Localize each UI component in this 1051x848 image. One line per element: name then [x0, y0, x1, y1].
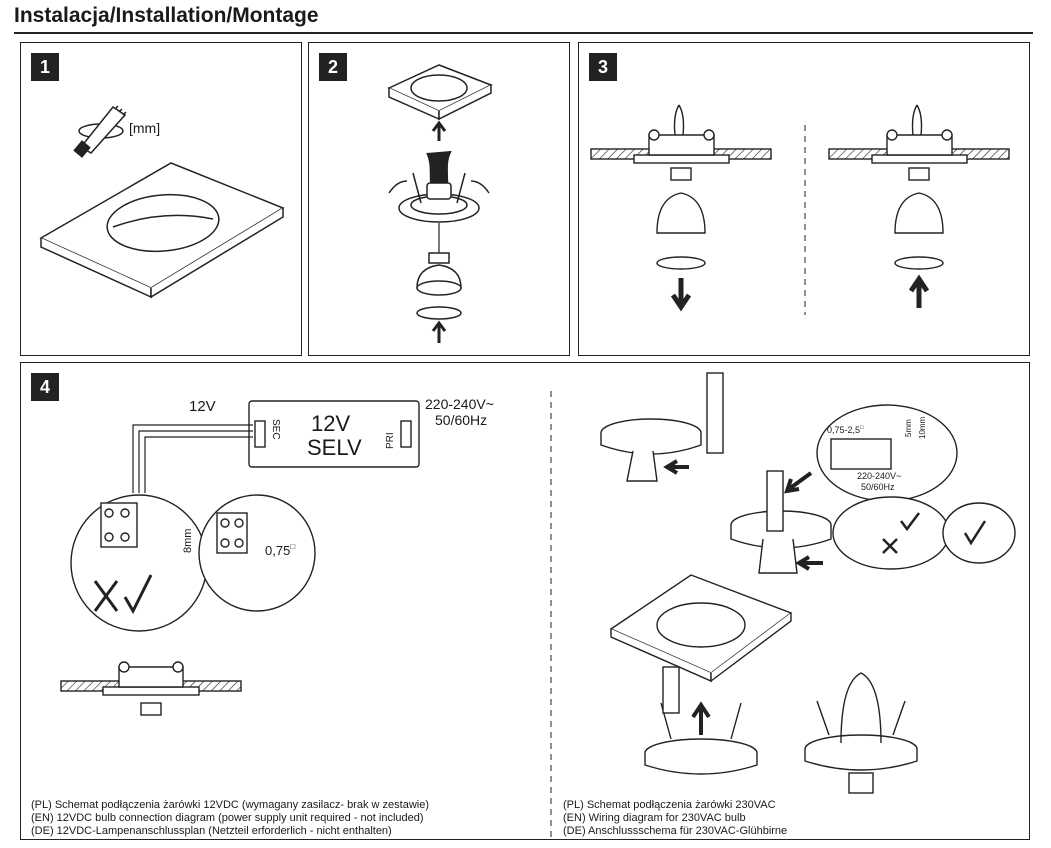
step-1-panel: 1 [mm]: [20, 42, 302, 356]
wrong-mark-icon-2: [882, 538, 898, 554]
fixture-ring-icon: [398, 150, 480, 223]
ceiling-install-icon: [828, 104, 1010, 270]
psu-pri-label: PRI: [385, 432, 396, 449]
down-arrow-icon: [670, 278, 692, 312]
step-2-illustration: [387, 64, 493, 343]
strip-10mm-label: 10mm: [918, 416, 927, 439]
up-arrow-icon-2: [691, 701, 711, 735]
terminal-detail-circle: [70, 494, 208, 632]
push-up-arrow-icon: [431, 320, 447, 343]
step-1-badge: 1: [31, 53, 59, 81]
push-left-arrow-icon-2: [795, 555, 823, 571]
title-rule: [14, 32, 1033, 34]
psu-main-line2: SELV: [307, 435, 362, 460]
step-2-badge: 2: [319, 53, 347, 81]
mains-small-line1: 220-240V~: [857, 471, 901, 481]
square-frame-icon-2: [609, 574, 793, 683]
mains-small-line2: 50/60Hz: [861, 482, 895, 492]
secondary-wires: [132, 424, 253, 493]
wrong-mark-icon: [93, 580, 119, 612]
step-1-mm-label: [mm]: [129, 120, 160, 136]
fixture-side-view-icon: [600, 372, 724, 482]
square-frame-icon: [387, 64, 493, 121]
pointer-arrow-icon: [784, 471, 813, 494]
step-4-panel: 4 12V 12V SELV SEC PRI 220-240V~ 50/60Hz…: [20, 362, 1030, 841]
mounted-fixture-icon: [804, 672, 918, 794]
caption-230vac: (PL) Schemat podłączenia żarówki 230VAC …: [563, 799, 787, 838]
hole-saw-icon: [73, 105, 127, 158]
step-1-illustration: [mm]: [39, 105, 285, 299]
strip-5mm-label: 5mm: [904, 419, 913, 437]
step-4-illustration: 12V 12V SELV SEC PRI 220-240V~ 50/60Hz 8…: [60, 372, 1016, 841]
caption-12vdc-en: (EN) 12VDC bulb connection diagram (powe…: [31, 812, 424, 824]
ceiling-remove-icon: [590, 104, 772, 270]
power-supply-icon: [248, 400, 420, 468]
mounting-plate-icon: [39, 162, 285, 299]
spring-clip-fixture-icon: [644, 666, 758, 775]
step-4-badge: 4: [31, 373, 59, 401]
step-3-badge: 3: [589, 53, 617, 81]
up-arrow-icon: [431, 120, 447, 141]
psu-sec-label: SEC: [270, 419, 281, 440]
psu-main-line1: 12V: [311, 411, 350, 436]
wire-range-label: 0,75-2,5□: [827, 425, 864, 435]
cross-section-label: 0,75□: [265, 542, 295, 558]
mains-line1: 220-240V~: [425, 396, 494, 412]
caption-230vac-pl: (PL) Schemat podłączenia żarówki 230VAC: [563, 799, 776, 811]
step-3-panel: 3: [578, 42, 1030, 356]
terminal-block-detail: [816, 404, 958, 502]
caption-12vdc-de: (DE) 12VDC-Lampenanschlussplan (Netzteil…: [31, 825, 392, 837]
terminal-check-detail: [832, 496, 1016, 570]
psu-12v-label: 12V: [189, 398, 216, 415]
up-arrow-icon: [908, 274, 930, 308]
mains-line2: 50/60Hz: [435, 412, 487, 428]
wire-section-detail-circle: [198, 494, 316, 612]
check-mark-icon: [123, 574, 153, 615]
strip-length-label: 8mm: [182, 529, 194, 553]
caption-230vac-en: (EN) Wiring diagram for 230VAC bulb: [563, 812, 746, 824]
bulb-icon: [416, 252, 462, 320]
step-2-panel: 2: [308, 42, 570, 356]
caption-12vdc: (PL) Schemat podłączenia żarówki 12VDC (…: [31, 799, 429, 838]
push-left-arrow-icon: [663, 459, 689, 475]
page-title: Instalacja/Installation/Montage: [14, 4, 319, 27]
check-mark-icon-2: [900, 512, 987, 546]
rotate-right-arrow-icon: [470, 180, 490, 194]
ceiling-mount-icon: [60, 661, 242, 716]
step-3-illustration: [590, 104, 1010, 315]
rotate-left-arrow-icon: [388, 180, 408, 194]
fixture-insert-icon: [730, 470, 832, 574]
caption-12vdc-pl: (PL) Schemat podłączenia żarówki 12VDC (…: [31, 799, 429, 811]
caption-230vac-de: (DE) Anschlussschema für 230VAC-Glühbirn…: [563, 825, 788, 837]
